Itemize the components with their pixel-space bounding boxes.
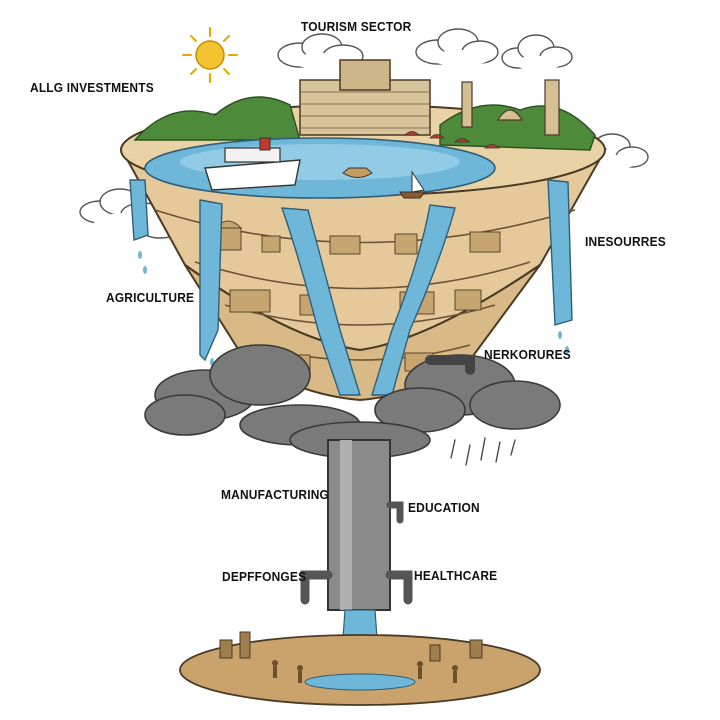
cloud-top-right-a bbox=[415, 28, 499, 66]
label-depffonges: DEPFFONGES bbox=[222, 569, 307, 584]
funnel-top-surface bbox=[120, 59, 606, 199]
people bbox=[272, 660, 458, 683]
label-tourism-sector: TOURISM SECTOR bbox=[301, 19, 412, 34]
label-nerkorures: NERKORURES bbox=[484, 347, 571, 362]
label-allg-investments: ALLG INVESTMENTS bbox=[30, 80, 154, 95]
storm-clouds bbox=[144, 344, 561, 459]
label-agriculture: AGRICULTURE bbox=[106, 290, 195, 305]
label-inesourres: INESOURRES bbox=[585, 234, 666, 249]
cloud-top-center bbox=[277, 33, 364, 69]
cruise-ship bbox=[204, 137, 301, 191]
cloud-top-right-b bbox=[501, 34, 573, 70]
sailboat bbox=[399, 170, 427, 199]
rain bbox=[450, 437, 516, 466]
resort-hotel bbox=[299, 59, 431, 136]
label-healthcare: HEALTHCARE bbox=[414, 568, 498, 583]
drain-pipe bbox=[300, 355, 475, 611]
label-education: EDUCATION bbox=[408, 500, 480, 515]
label-manufacturing: MANUFACTURING bbox=[221, 487, 330, 502]
sun-icon bbox=[182, 27, 238, 83]
ground-base bbox=[179, 631, 541, 706]
